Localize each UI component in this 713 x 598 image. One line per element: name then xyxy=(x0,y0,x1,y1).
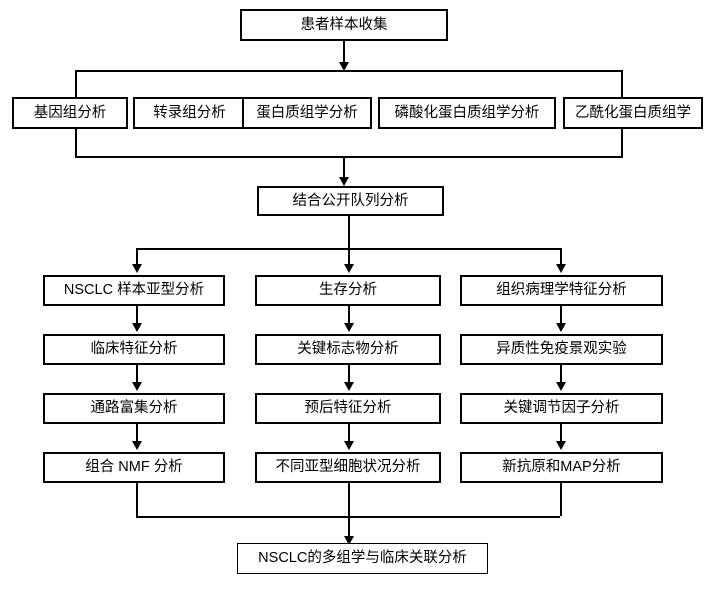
connector-split-right-drop xyxy=(560,248,562,266)
bracket-omics-bottom xyxy=(75,156,623,158)
connector-top-to-omics xyxy=(343,41,345,65)
node-phosphoproteomics-analysis: 磷酸化蛋白质组学分析 xyxy=(378,97,556,129)
node-patient-sample-collection: 患者样本收集 xyxy=(240,9,448,41)
node-survival-analysis: 生存分析 xyxy=(255,275,441,306)
arrowhead-middle-3-4 xyxy=(344,441,354,450)
connector-middle-2-3 xyxy=(348,365,350,384)
node-genomics-analysis: 基因组分析 xyxy=(12,97,128,129)
node-pathway-enrichment-analysis: 通路富集分析 xyxy=(43,393,225,424)
connector-middle-3-4 xyxy=(348,424,350,443)
node-proteomics-analysis: 蛋白质组学分析 xyxy=(242,97,372,129)
connector-merge-left-riser xyxy=(136,483,138,516)
node-transcriptomics-analysis: 转录组分析 xyxy=(133,97,246,129)
connector-split-left-drop xyxy=(136,248,138,266)
arrowhead-split-middle xyxy=(344,264,354,273)
connector-left-3-4 xyxy=(136,424,138,443)
arrowhead-omics-to-cohort xyxy=(339,177,349,186)
connector-merge-right-riser xyxy=(560,483,562,516)
node-public-cohort-analysis: 结合公开队列分析 xyxy=(257,186,444,216)
node-neoantigen-map-analysis: 新抗原和MAP分析 xyxy=(460,452,663,483)
node-combined-nmf-analysis: 组合 NMF 分析 xyxy=(43,452,225,483)
node-clinical-feature-analysis: 临床特征分析 xyxy=(43,334,225,365)
connector-right-3-4 xyxy=(560,424,562,443)
connector-omics-to-cohort xyxy=(343,156,345,179)
connector-left-1-2 xyxy=(136,306,138,325)
arrowhead-split-left xyxy=(132,264,142,273)
arrowhead-top-to-omics xyxy=(339,62,349,71)
arrowhead-right-2-3 xyxy=(556,382,566,391)
node-key-regulator-analysis: 关键调节因子分析 xyxy=(460,393,663,424)
arrowhead-left-3-4 xyxy=(132,441,142,450)
connector-merge-stem xyxy=(348,516,350,541)
connector-merge-middle-riser xyxy=(348,483,350,516)
node-key-biomarker-analysis: 关键标志物分析 xyxy=(255,334,441,365)
arrowhead-right-3-4 xyxy=(556,441,566,450)
connector-cohort-stem xyxy=(348,216,350,248)
connector-left-2-3 xyxy=(136,365,138,384)
node-nsclc-multiomics-clinical-association-analysis: NSCLC的多组学与临床关联分析 xyxy=(237,543,488,574)
connector-right-2-3 xyxy=(560,365,562,384)
node-histopathology-feature-analysis: 组织病理学特征分析 xyxy=(460,275,663,306)
connector-middle-1-2 xyxy=(348,306,350,325)
arrowhead-split-right xyxy=(556,264,566,273)
bracket-omics-top xyxy=(75,70,623,72)
node-heterogeneous-immune-landscape-experiment: 异质性免疫景观实验 xyxy=(460,334,663,365)
connector-split-middle-drop xyxy=(348,248,350,266)
arrowhead-middle-1-2 xyxy=(344,323,354,332)
arrowhead-left-1-2 xyxy=(132,323,142,332)
node-subtype-cell-state-analysis: 不同亚型细胞状况分析 xyxy=(255,452,441,483)
arrowhead-left-2-3 xyxy=(132,382,142,391)
arrowhead-right-1-2 xyxy=(556,323,566,332)
node-acetylproteomics-analysis: 乙酰化蛋白质组学 xyxy=(563,97,703,129)
arrowhead-merge-to-bottom xyxy=(344,536,354,545)
arrowhead-middle-2-3 xyxy=(344,382,354,391)
connector-right-1-2 xyxy=(560,306,562,325)
node-nsclc-subtype-analysis: NSCLC 样本亚型分析 xyxy=(43,275,225,306)
node-prognostic-feature-analysis: 预后特征分析 xyxy=(255,393,441,424)
